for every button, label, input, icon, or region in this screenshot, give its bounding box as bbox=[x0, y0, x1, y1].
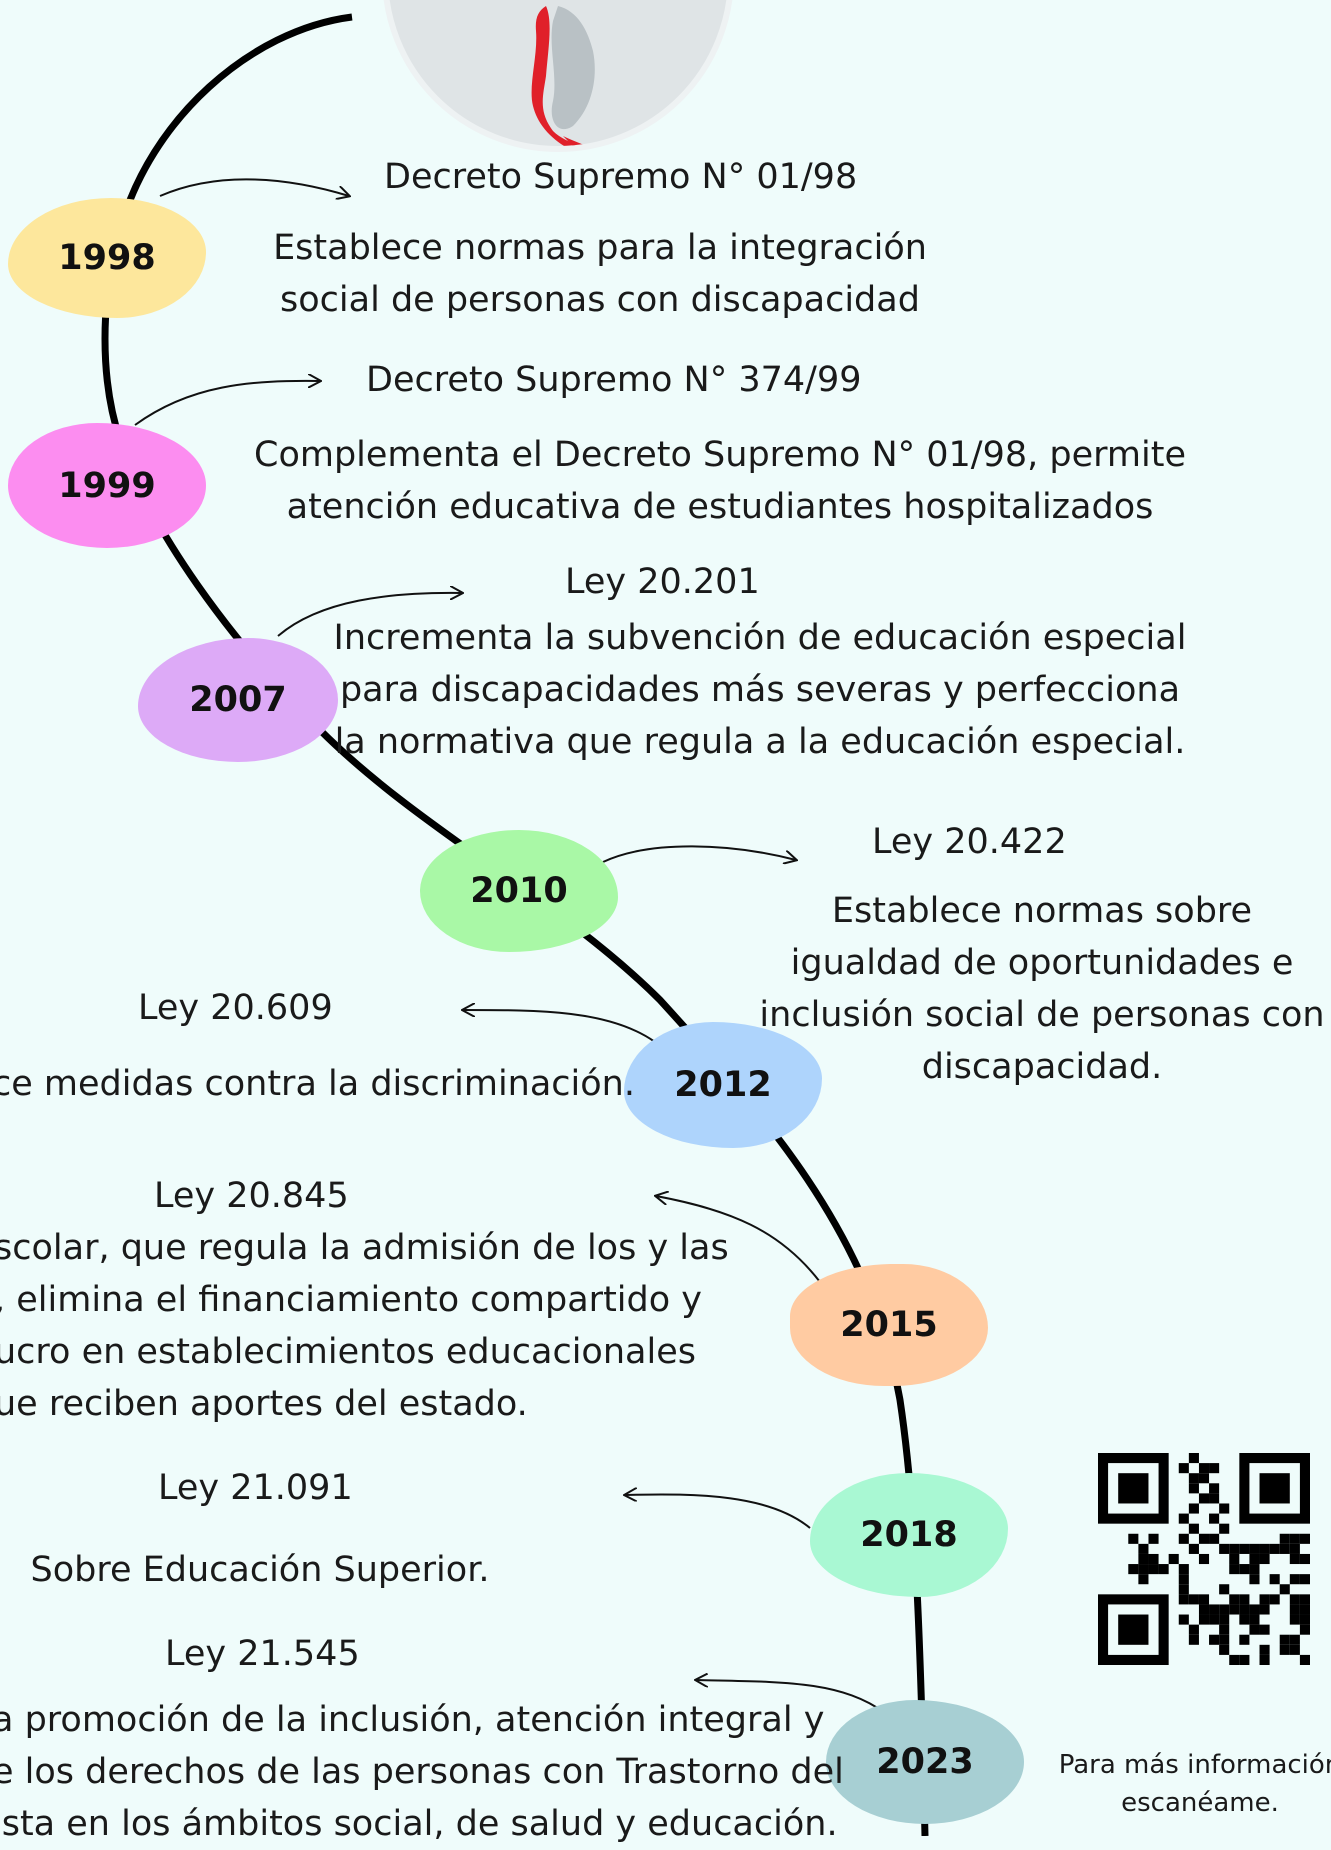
map-badge bbox=[382, 0, 734, 152]
qr-code-icon[interactable] bbox=[1098, 1453, 1310, 1665]
law-description-2007: Incrementa la subvención de educación es… bbox=[333, 618, 1187, 762]
law-description-1999: Complementa el Decreto Supremo N° 01/98,… bbox=[254, 435, 1186, 527]
law-title-2015: Ley 20.845 bbox=[154, 1176, 349, 1216]
chile-region bbox=[531, 6, 580, 146]
arrow-1998 bbox=[159, 178, 349, 196]
timeline-arrows bbox=[134, 178, 886, 1714]
arrow-2010 bbox=[602, 845, 796, 862]
arrow-2023 bbox=[696, 1680, 886, 1714]
arrow-2015 bbox=[656, 1196, 821, 1283]
arrow-2018 bbox=[625, 1494, 811, 1529]
qr-caption: Para más información escanéame. bbox=[1058, 1750, 1331, 1818]
chile-map-icon bbox=[531, 6, 595, 146]
law-description-2010: Establece normas sobre igualdad de oport… bbox=[759, 891, 1325, 1087]
law-description-2023: a promoción de la inclusión, atención in… bbox=[0, 1700, 844, 1844]
law-title-2023: Ley 21.545 bbox=[165, 1634, 360, 1674]
year-badge-2010: 2010 bbox=[420, 830, 618, 952]
law-title-2010: Ley 20.422 bbox=[872, 822, 1067, 862]
year-badge-2007: 2007 bbox=[138, 638, 338, 762]
arrow-2007 bbox=[277, 593, 462, 637]
arrow-2012 bbox=[463, 1010, 656, 1043]
law-description-1998: Establece normas para la integración soc… bbox=[273, 228, 927, 320]
law-title-1998: Decreto Supremo N° 01/98 bbox=[384, 157, 858, 197]
law-title-1999: Decreto Supremo N° 374/99 bbox=[366, 360, 862, 400]
law-description-2012: ce medidas contra la discriminación. bbox=[0, 1064, 635, 1104]
law-title-2012: Ley 20.609 bbox=[138, 988, 333, 1028]
year-badge-1998: 1998 bbox=[8, 198, 206, 318]
law-description-2015: scolar, que regula la admisión de los y … bbox=[0, 1228, 729, 1424]
law-title-2018: Ley 21.091 bbox=[158, 1468, 353, 1508]
law-title-2007: Ley 20.201 bbox=[565, 562, 760, 602]
year-badge-2023: 2023 bbox=[826, 1700, 1024, 1824]
law-description-2018: Sobre Educación Superior. bbox=[30, 1550, 490, 1590]
year-badge-2015: 2015 bbox=[790, 1264, 988, 1386]
year-badge-1999: 1999 bbox=[8, 423, 206, 548]
year-badge-2012: 2012 bbox=[624, 1022, 822, 1148]
year-badge-2018: 2018 bbox=[810, 1473, 1008, 1597]
arrow-1999 bbox=[134, 381, 320, 426]
